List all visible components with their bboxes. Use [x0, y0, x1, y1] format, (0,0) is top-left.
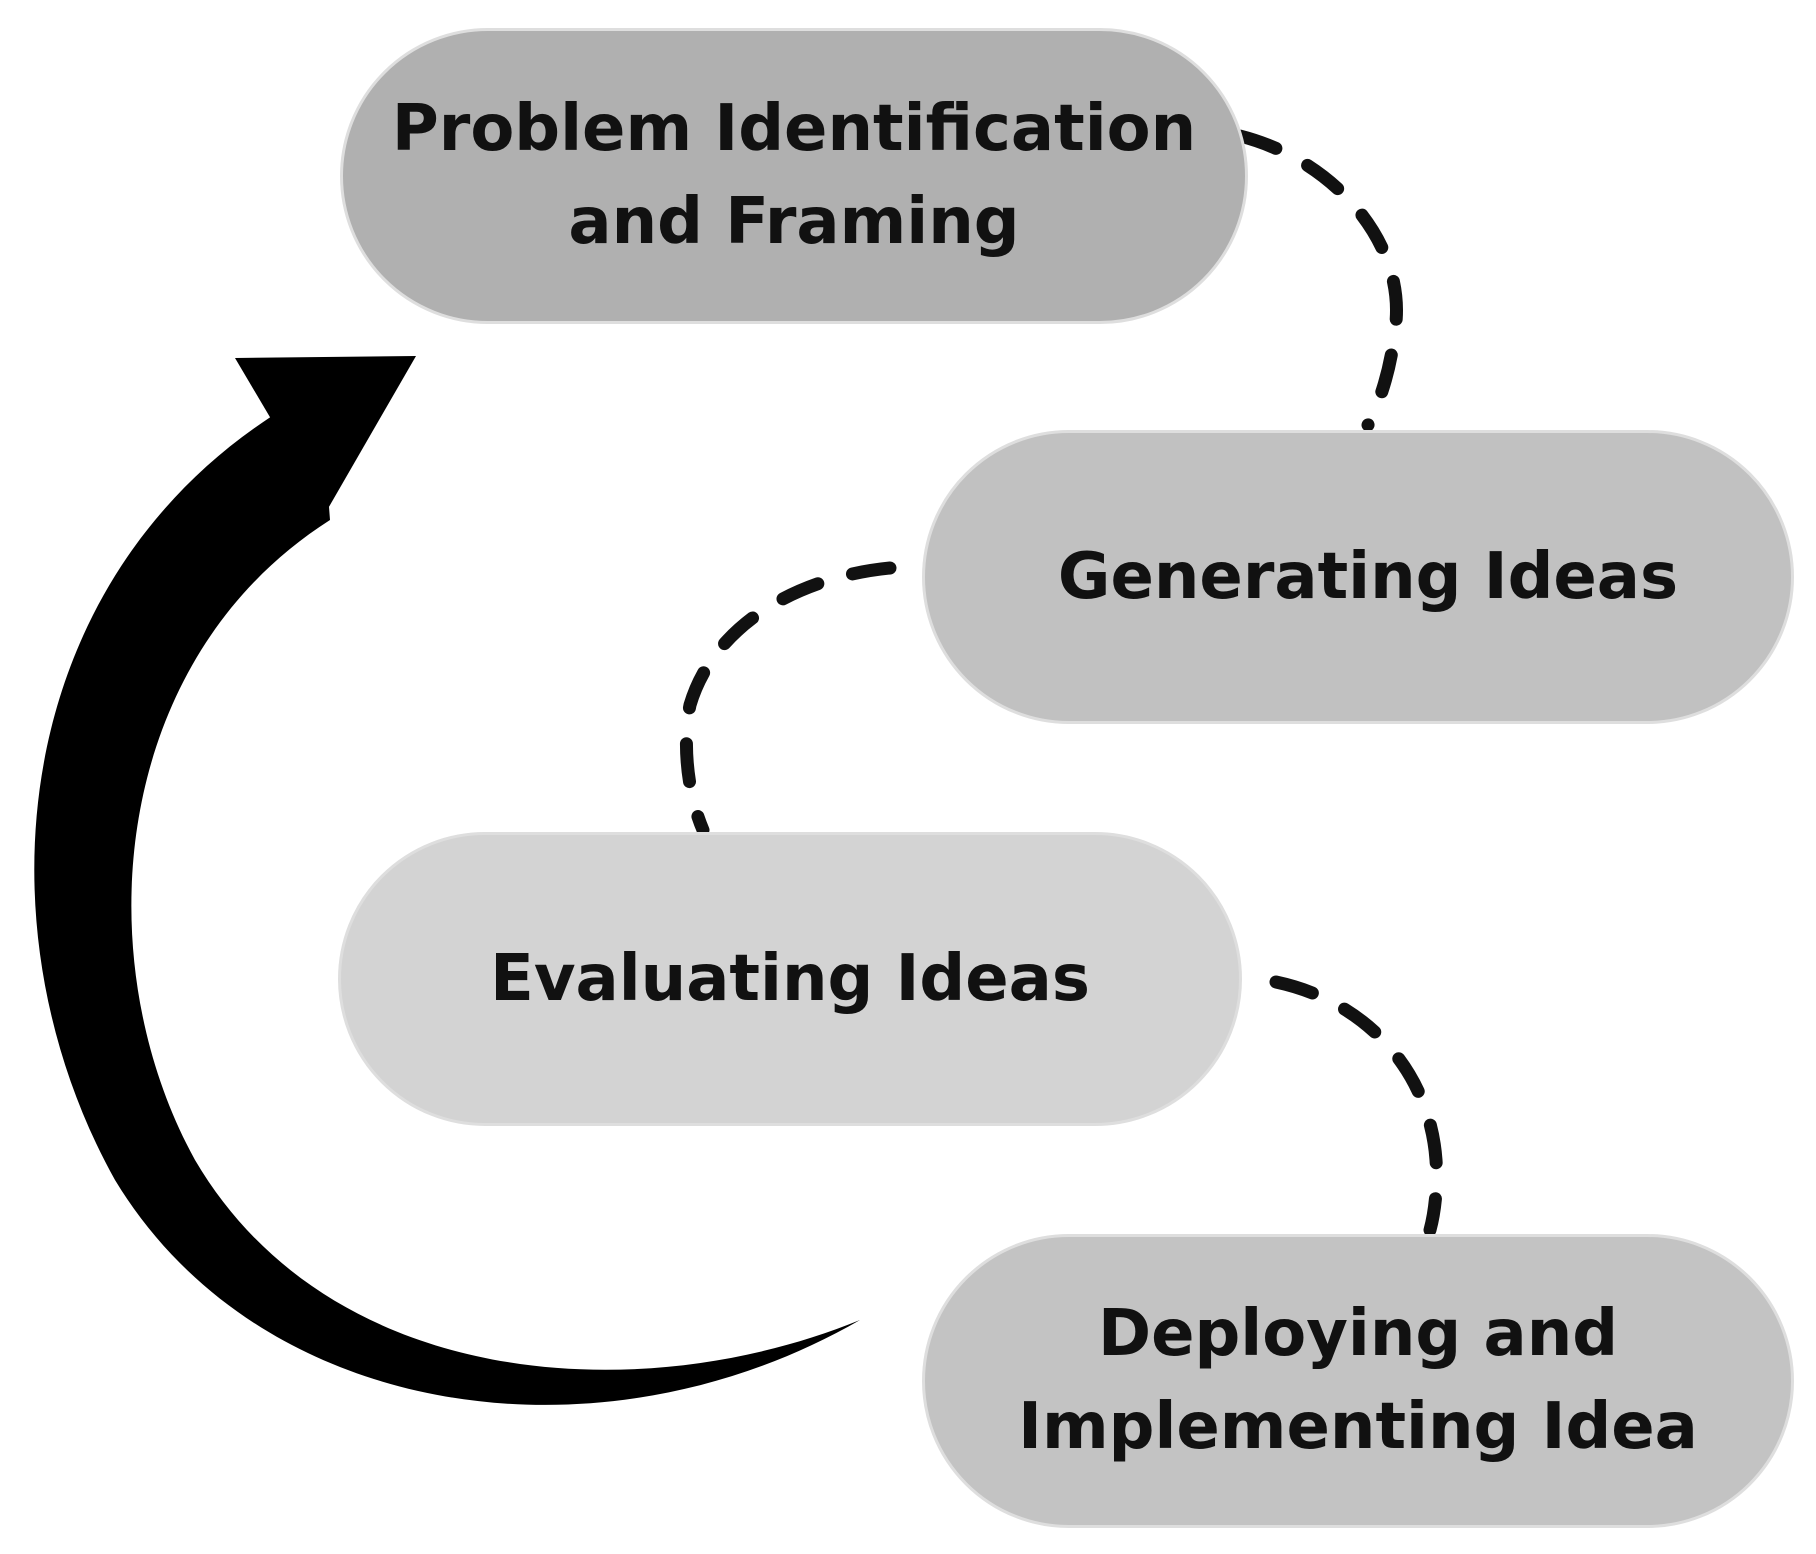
feedback-arrow-head [235, 356, 416, 512]
stage-evaluating-ideas: Evaluating Ideas [338, 832, 1242, 1126]
dashed-connector-3-to-4 [1269, 975, 1444, 1237]
stage-generating-ideas: Generating Ideas [922, 430, 1794, 724]
stage-deploying-implementing: Deploying and Implementing Idea [922, 1234, 1794, 1528]
stage-problem-identification: Problem Identification and Framing [340, 28, 1248, 324]
stage-label: Generating Ideas [1057, 539, 1679, 614]
stage-label: Deploying and Implementing Idea [1018, 1297, 1698, 1464]
dashed-connector-1-to-2 [1233, 129, 1403, 432]
stage-label: Problem Identification and Framing [391, 92, 1197, 259]
stage-label: Evaluating Ideas [490, 941, 1090, 1016]
dashed-connector-2-to-3 [679, 561, 897, 837]
